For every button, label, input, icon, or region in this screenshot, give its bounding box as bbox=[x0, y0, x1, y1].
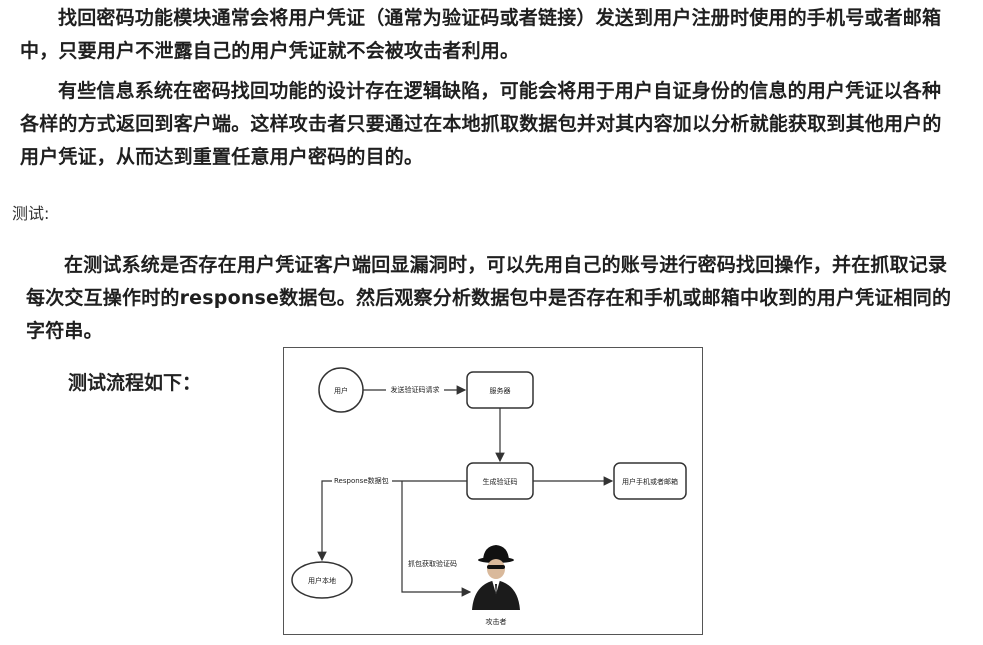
flaw-paragraph: 有些信息系统在密码找回功能的设计存在逻辑缺陷，可能会将用于用户自证身份的信息的用… bbox=[20, 80, 942, 168]
test-heading: 测试: bbox=[12, 204, 50, 223]
server-node-label: 服务器 bbox=[490, 386, 511, 395]
user-node: 用户 bbox=[318, 367, 364, 413]
phone-email-node: 用户手机或者邮箱 bbox=[613, 462, 687, 500]
edge-label-send-request: 发送验证码请求 bbox=[391, 385, 440, 394]
edge-label-response: Response数据包 bbox=[334, 476, 389, 485]
edge-gencode-to-userlocal bbox=[317, 480, 467, 562]
test-paragraph: 在测试系统是否存在用户凭证客户端回显漏洞时，可以先用自己的账号进行密码找回操作，… bbox=[26, 254, 952, 342]
attacker-label: 攻击者 bbox=[486, 617, 507, 626]
generate-code-node: 生成验证码 bbox=[466, 462, 534, 500]
phone-email-node-label: 用户手机或者邮箱 bbox=[622, 477, 678, 486]
edge-label-capture: 抓包获取验证码 bbox=[408, 559, 457, 568]
user-local-node-label: 用户本地 bbox=[308, 576, 336, 585]
attacker-icon bbox=[472, 545, 520, 610]
server-node: 服务器 bbox=[466, 371, 534, 409]
flow-diagram: 用户 服务器 生成验证码 用户手机或者邮箱 用户本地 发送验证码请求 bbox=[283, 347, 703, 635]
flow-label: 测试流程如下： bbox=[68, 372, 202, 394]
intro-paragraph: 找回密码功能模块通常会将用户凭证（通常为验证码或者链接）发送到用户注册时使用的手… bbox=[20, 7, 942, 62]
user-node-label: 用户 bbox=[334, 386, 348, 395]
user-local-node: 用户本地 bbox=[291, 561, 353, 599]
edge-capture-to-attacker bbox=[401, 481, 472, 597]
generate-code-node-label: 生成验证码 bbox=[483, 477, 518, 486]
